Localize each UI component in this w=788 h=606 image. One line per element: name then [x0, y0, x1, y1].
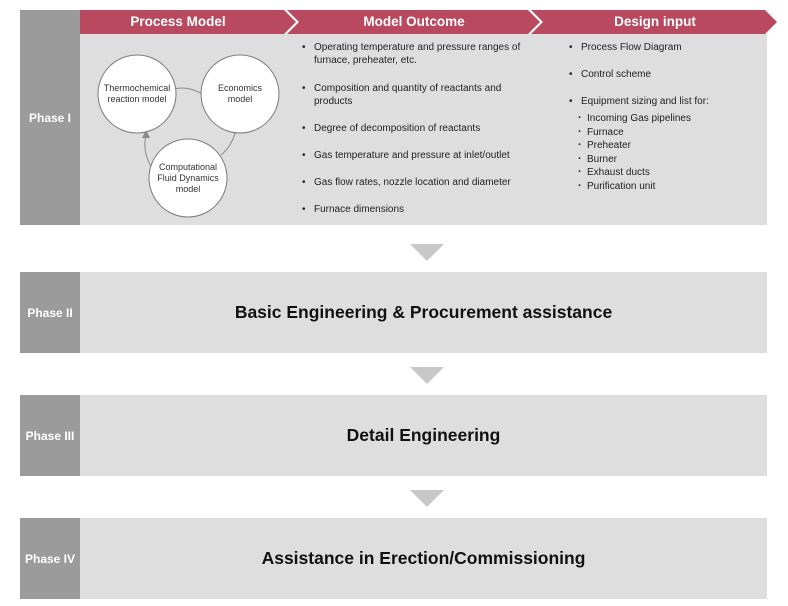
- cycle-connector-right: [220, 129, 237, 156]
- node-economics-label: Economics model: [217, 83, 262, 104]
- phase-3-label: Phase III: [20, 395, 80, 476]
- phase-3-body: [80, 395, 767, 476]
- phase-2-body: [80, 272, 767, 353]
- list-item: Furnace: [578, 126, 763, 140]
- list-item: Gas temperature and pressure at inlet/ou…: [302, 150, 530, 177]
- header-step-design-input: Design input: [614, 14, 696, 29]
- list-item: Gas flow rates, nozzle location and diam…: [302, 177, 530, 204]
- node-economics-circle: [200, 54, 280, 134]
- header-step-process-model: Process Model: [130, 14, 226, 29]
- model-outcome-list: Operating temperature and pressure range…: [302, 42, 530, 218]
- list-item: Equipment sizing and list for:: [569, 96, 764, 110]
- down-arrow-3: [410, 490, 444, 507]
- down-arrow-2: [410, 367, 444, 384]
- node-cfd-circle: [148, 138, 228, 218]
- cycle-connector-left: [144, 134, 153, 169]
- list-item: Exhaust ducts: [578, 166, 763, 180]
- list-item: Preheater: [578, 139, 763, 153]
- phase-4-title: Assistance in Erection/Commissioning: [261, 548, 586, 568]
- phase-2-title: Basic Engineering & Procurement assistan…: [234, 302, 613, 322]
- cycle-arrowhead: [142, 130, 150, 138]
- node-thermochemical-label: Thermochemical reaction model: [103, 83, 171, 104]
- phase-3-title: Detail Engineering: [346, 425, 501, 445]
- node-cfd-label: Computational Fluid Dynamics model: [157, 162, 219, 194]
- list-item: Process Flow Diagram: [569, 42, 764, 69]
- phase-1-label: Phase I: [20, 10, 80, 225]
- list-item: Degree of decomposition of reactants: [302, 123, 530, 150]
- list-item: Burner: [578, 153, 763, 167]
- design-input-list: Process Flow Diagram Control scheme Equi…: [569, 42, 764, 110]
- equipment-list: Incoming Gas pipelines Furnace Preheater…: [578, 112, 763, 193]
- list-item: Purification unit: [578, 180, 763, 194]
- phase-2-label: Phase II: [20, 272, 80, 353]
- list-item: Control scheme: [569, 69, 764, 91]
- phase-4-label: Phase IV: [20, 518, 80, 599]
- chevron-process-model: [80, 10, 296, 34]
- chevron-design-input: [531, 10, 777, 34]
- list-item: Furnace dimensions: [302, 204, 530, 218]
- header-chevron-band: [80, 10, 777, 34]
- process-model-cycle: [97, 54, 280, 218]
- list-item: Incoming Gas pipelines: [578, 112, 763, 126]
- chevron-model-outcome: [287, 10, 540, 34]
- header-step-model-outcome: Model Outcome: [363, 14, 465, 29]
- list-item: Composition and quantity of reactants an…: [302, 83, 530, 123]
- list-item: Operating temperature and pressure range…: [302, 42, 530, 70]
- down-arrow-1: [410, 244, 444, 261]
- phase-4-body: [80, 518, 767, 599]
- node-thermochemical-circle: [97, 54, 177, 134]
